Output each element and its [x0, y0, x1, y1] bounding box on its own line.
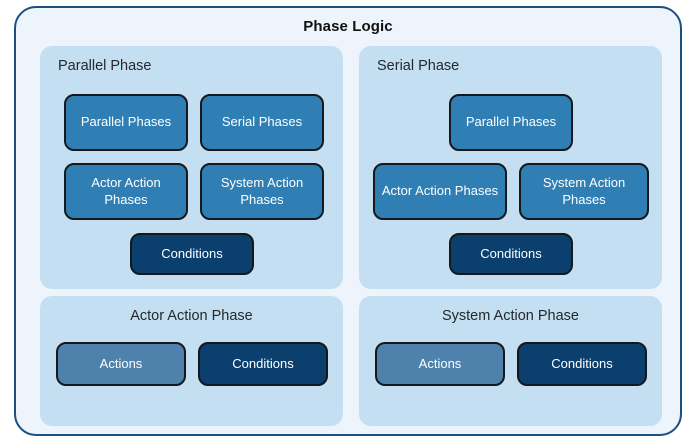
panel-title-system-action-phase: System Action Phase — [441, 308, 579, 324]
node-parallel-phase-parallel-phases[interactable]: Parallel Phases — [64, 94, 188, 151]
node-system-action-phase-actions[interactable]: Actions — [375, 342, 505, 386]
node-serial-phase-actor-action-phases[interactable]: Actor Action Phases — [373, 163, 507, 220]
node-parallel-phase-serial-phases[interactable]: Serial Phases — [200, 94, 324, 151]
panel-title-actor-action-phase: Actor Action Phase — [130, 308, 253, 324]
node-parallel-phase-conditions[interactable]: Conditions — [130, 233, 254, 275]
node-parallel-phase-actor-action-phases[interactable]: Actor Action Phases — [64, 163, 188, 220]
panel-serial-phase: Serial Phase Parallel Phases Actor Actio… — [359, 46, 662, 289]
panel-actor-action-phase: Actor Action Phase Actions Conditions — [40, 296, 343, 426]
page-title: Phase Logic — [303, 18, 393, 35]
panel-title-parallel-phase: Parallel Phase — [58, 58, 152, 74]
panel-parallel-phase: Parallel Phase Parallel Phases Serial Ph… — [40, 46, 343, 289]
node-serial-phase-conditions[interactable]: Conditions — [449, 233, 573, 275]
node-system-action-phase-conditions[interactable]: Conditions — [517, 342, 647, 386]
node-serial-phase-system-action-phases[interactable]: System Action Phases — [519, 163, 649, 220]
node-parallel-phase-system-action-phases[interactable]: System Action Phases — [200, 163, 324, 220]
phase-logic-container: Phase Logic Parallel Phase Parallel Phas… — [14, 6, 682, 436]
node-actor-action-phase-actions[interactable]: Actions — [56, 342, 186, 386]
node-serial-phase-parallel-phases[interactable]: Parallel Phases — [449, 94, 573, 151]
node-actor-action-phase-conditions[interactable]: Conditions — [198, 342, 328, 386]
panel-system-action-phase: System Action Phase Actions Conditions — [359, 296, 662, 426]
panel-title-serial-phase: Serial Phase — [377, 58, 460, 74]
